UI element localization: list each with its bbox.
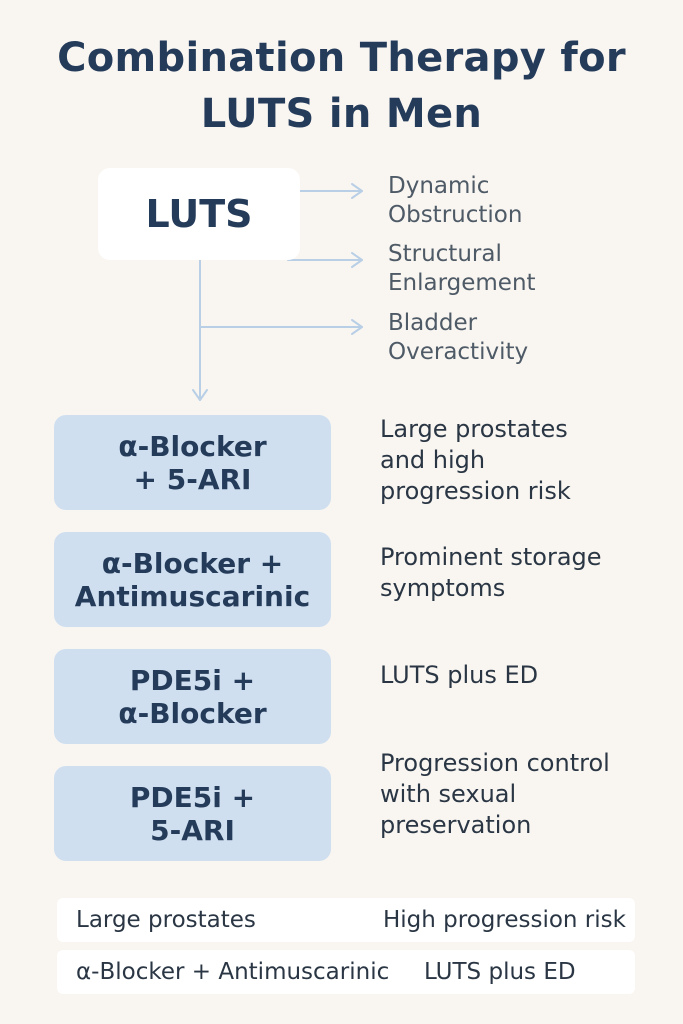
indication-alpha-blocker-antimuscarinic: Prominent storage symptoms [380,542,602,604]
indication-line: with sexual [380,780,517,808]
indication-pde5i-alpha-blocker: LUTS plus ED [380,660,538,691]
mechanism-dynamic-obstruction: Dynamic Obstruction [388,172,522,230]
page-title: Combination Therapy for LUTS in Men [0,30,683,142]
summary-row: Large prostates High progression risk [57,898,635,942]
indication-line: preservation [380,811,532,839]
summary-cell-left: α-Blocker + Antimuscarinic [76,959,390,985]
mechanism-structural-enlargement: Structural Enlargement [388,240,536,298]
therapy-line: α-Blocker + [101,546,284,580]
title-line-1: Combination Therapy for [57,35,626,81]
mechanism-line: Obstruction [388,202,523,228]
summary-cell-right: LUTS plus ED [424,959,576,985]
luts-root-label: LUTS [145,192,253,236]
indication-line: progression risk [380,477,571,505]
mechanism-line: Structural [388,241,502,267]
indication-line: Prominent storage [380,543,602,571]
indication-line: and high [380,446,486,474]
indication-pde5i-5ari: Progression control with sexual preserva… [380,748,610,841]
indication-line: symptoms [380,574,506,602]
therapy-line: α-Blocker [118,429,267,463]
therapy-line: + 5-ARI [133,462,252,496]
mechanism-line: Enlargement [388,270,536,296]
mechanism-line: Overactivity [388,339,529,365]
indication-alpha-blocker-5ari: Large prostates and high progression ris… [380,414,571,507]
mechanism-line: Dynamic [388,173,490,199]
therapy-line: PDE5i + [129,663,256,697]
therapy-alpha-blocker-antimuscarinic: α-Blocker + Antimuscarinic [54,532,331,627]
mechanism-bladder-overactivity: Bladder Overactivity [388,309,528,367]
indication-line: Progression control [380,749,610,777]
therapy-line: PDE5i + [129,780,256,814]
therapy-pde5i-alpha-blocker: PDE5i + α-Blocker [54,649,331,744]
mechanism-line: Bladder [388,310,478,336]
summary-row: α-Blocker + Antimuscarinic LUTS plus ED [57,950,635,994]
therapy-line: Antimuscarinic [74,579,311,613]
title-line-2: LUTS in Men [200,91,483,137]
indication-line: LUTS plus ED [380,661,539,689]
indication-line: Large prostates [380,415,568,443]
summary-cell-left: Large prostates [76,907,256,933]
therapy-alpha-blocker-5ari: α-Blocker + 5-ARI [54,415,331,510]
therapy-pde5i-5ari: PDE5i + 5-ARI [54,766,331,861]
summary-cell-right: High progression risk [383,907,626,933]
therapy-line: 5-ARI [150,813,235,847]
luts-root-box: LUTS [98,168,300,260]
therapy-line: α-Blocker [118,696,267,730]
